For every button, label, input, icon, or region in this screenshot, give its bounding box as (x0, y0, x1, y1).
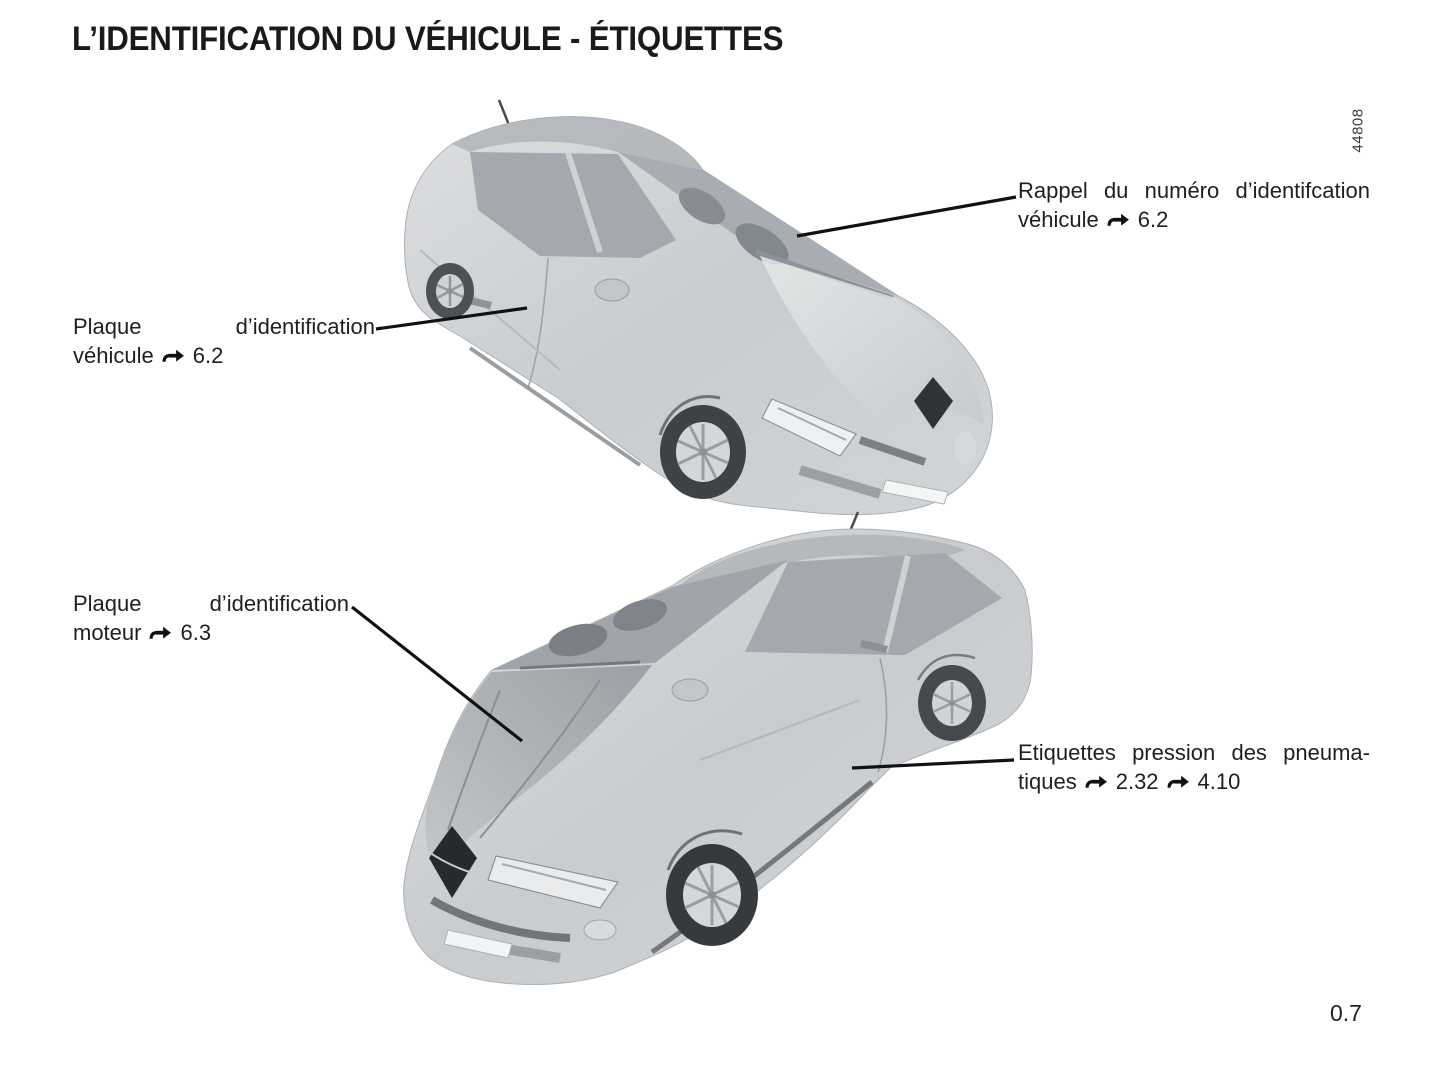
leader-line-tyre-pressure (851, 758, 1015, 770)
car-bottom-renault-diamond (429, 826, 477, 898)
photo-id: 44808 (1327, 98, 1389, 162)
callout-vin-reminder-word: véhicule (1018, 207, 1099, 232)
callout-vehicle-plate-line1: Plaque d’identification (73, 314, 375, 339)
ref-arrow-icon (1107, 213, 1129, 226)
callout-vin-reminder-ref: 6.2 (1137, 207, 1169, 232)
car-top-hood (760, 256, 984, 425)
callout-vin-reminder-line1: Rappel du numéro d’identifcation (1018, 178, 1370, 203)
callout-tyre-pressure-ref1: 2.32 (1115, 769, 1159, 794)
callout-tyre-pressure-ref2: 4.10 (1197, 769, 1241, 794)
callout-engine-plate-ref: 6.3 (180, 620, 212, 645)
photo-id-number: 44808 (1349, 107, 1367, 153)
car-bottom-rear-wheel (918, 665, 986, 741)
car-top-headlight (761, 398, 857, 457)
callout-vehicle-plate: Plaque d’identification véhicule 6.2 (73, 312, 375, 370)
car-bottom-mirror (671, 678, 709, 702)
callout-engine-plate: Plaque d’identification moteur 6.3 (73, 589, 349, 647)
car-top-renault-diamond (914, 377, 953, 429)
ref-arrow-icon (162, 349, 184, 362)
callout-tyre-pressure-line1: Etiquettes pression des pneuma- (1018, 740, 1370, 765)
car-top-front-wheel (660, 405, 746, 499)
car-bottom-illustration (403, 511, 1033, 985)
callout-engine-plate-word: moteur (73, 620, 142, 645)
callout-vin-reminder: Rappel du numéro d’identifcation véhicul… (1018, 176, 1370, 234)
callout-tyre-pressure: Etiquettes pression des pneuma- tiques 2… (1018, 738, 1370, 796)
leader-line-vehicle-plate (375, 306, 528, 331)
car-top-rear-wheel (426, 263, 474, 319)
car-top-roof (452, 116, 703, 170)
callout-vehicle-plate-word: véhicule (73, 343, 154, 368)
callout-tyre-pressure-word: tiques (1018, 769, 1077, 794)
car-bottom-door-handle (860, 640, 888, 653)
car-top-license-plate (881, 479, 949, 505)
car-top-illustration (404, 99, 993, 516)
callout-vehicle-plate-ref: 6.2 (192, 343, 224, 368)
leader-line-engine-plate (351, 605, 523, 743)
car-top-mirror (594, 278, 630, 302)
callout-engine-plate-line1: Plaque d’identification (73, 591, 349, 616)
ref-arrow-icon (150, 626, 172, 639)
car-bottom-side-windows (745, 553, 1002, 655)
page-number: 0.7 (1330, 1000, 1362, 1026)
car-top-side-windows (470, 152, 676, 258)
page-title: L’IDENTIFICATION DU VÉHICULE - ÉTIQUETTE… (72, 20, 784, 58)
leader-line-vin-reminder (796, 195, 1017, 238)
car-bottom-license-plate (443, 929, 513, 959)
ref-arrow-icon (1085, 775, 1107, 788)
ref-arrow-icon (1167, 775, 1189, 788)
car-bottom-front-wheel (666, 844, 758, 946)
